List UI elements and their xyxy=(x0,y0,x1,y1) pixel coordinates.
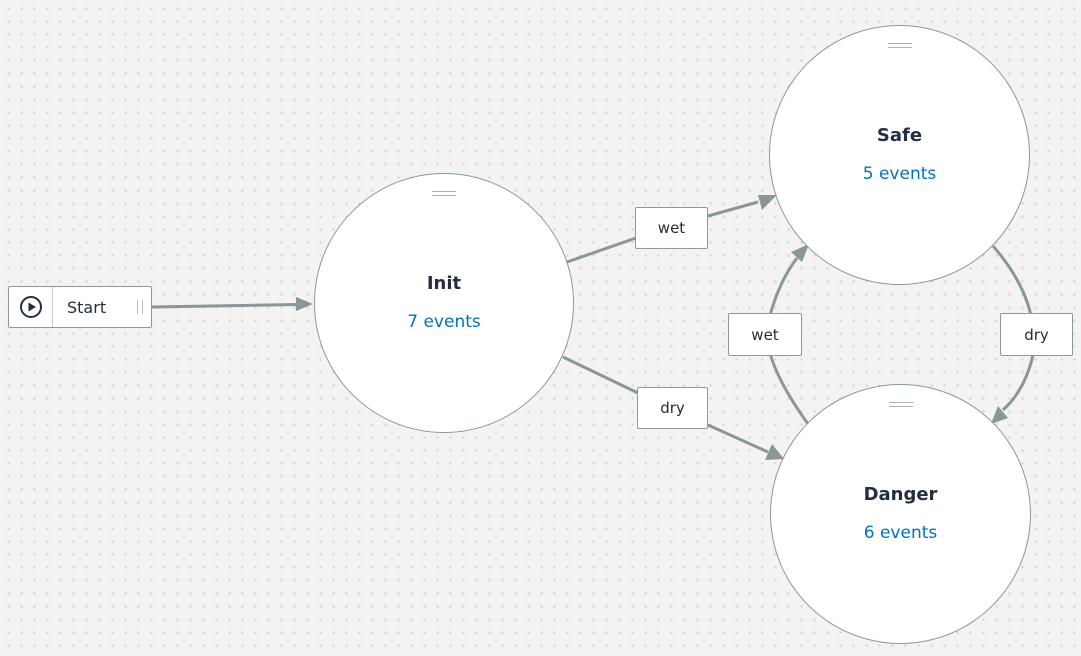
arrowhead-init-safe xyxy=(758,195,777,210)
state-danger-name: Danger xyxy=(863,484,938,505)
state-safe[interactable]: Safe 5 events xyxy=(769,25,1030,285)
state-init-name: Init xyxy=(426,273,462,294)
start-label: Start xyxy=(67,297,107,317)
arrowhead-start-init xyxy=(296,297,313,311)
state-init-events-link[interactable]: 7 events xyxy=(407,312,481,332)
start-drag-handle[interactable] xyxy=(137,300,143,314)
start-node[interactable]: Start xyxy=(8,286,152,328)
play-circle-icon xyxy=(19,296,42,318)
state-danger-events-link[interactable]: 6 events xyxy=(863,523,938,543)
state-init[interactable]: Init 7 events xyxy=(314,173,574,433)
arrowhead-danger-safe xyxy=(791,244,809,262)
transition-label-init-safe[interactable]: wet xyxy=(635,207,708,249)
state-danger[interactable]: Danger 6 events xyxy=(770,384,1031,644)
state-danger-drag-handle[interactable] xyxy=(888,402,913,407)
edge-init-danger xyxy=(562,355,769,454)
state-safe-events-link[interactable]: 5 events xyxy=(862,164,937,184)
edge-init-safe xyxy=(566,200,759,264)
edge-start-init xyxy=(151,303,299,309)
arrowhead-init-danger xyxy=(765,444,784,460)
state-init-drag-handle[interactable] xyxy=(432,191,456,196)
start-icon-container xyxy=(9,287,53,327)
transition-label-danger-safe[interactable]: wet xyxy=(728,313,802,356)
state-safe-drag-handle[interactable] xyxy=(887,43,912,48)
transition-label-init-danger[interactable]: dry xyxy=(637,387,708,429)
state-safe-name: Safe xyxy=(876,125,923,146)
transition-label-safe-danger[interactable]: dry xyxy=(1000,313,1073,356)
arrowhead-safe-danger xyxy=(991,406,1008,424)
